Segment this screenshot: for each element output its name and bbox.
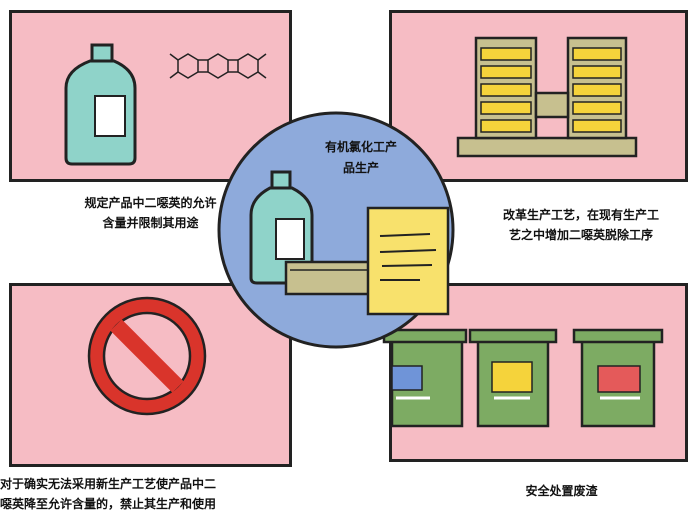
caption-process-reform: 改革生产工艺，在现有生产工 艺之中增加二噁英脱除工序: [468, 205, 694, 245]
document-icon: [366, 206, 450, 316]
prohibition-sign-icon: [87, 296, 207, 416]
molecule-icon: [169, 53, 267, 79]
center-title-line: 有机氯化工产: [324, 140, 397, 154]
waste-bin-icon: [572, 328, 664, 428]
center-title: 有机氯化工产 品生产: [296, 137, 426, 179]
bottle-icon: [64, 43, 137, 166]
caption-line: 艺之中增加二噁英脱除工序: [508, 228, 653, 242]
caption-prohibit-production: 对于确实无法采用新生产工艺使产品中二 噁英降至允许含量的，禁止其生产和使用: [0, 474, 216, 514]
caption-line: 安全处置废渣: [525, 484, 598, 498]
panel-regulate-content: [9, 10, 292, 182]
factory-icon: [456, 36, 638, 158]
caption-line: 含量并限制其用途: [102, 216, 199, 230]
center-title-line: 品生产: [342, 161, 379, 175]
caption-line: 规定产品中二噁英的允许: [84, 196, 217, 210]
caption-line: 噁英降至允许含量的，禁止其生产和使用: [0, 497, 217, 511]
caption-regulate-content: 规定产品中二噁英的允许 含量并限制其用途: [18, 193, 283, 233]
caption-line: 对于确实无法采用新生产工艺使产品中二: [0, 477, 217, 491]
caption-safe-disposal: 安全处置废渣: [494, 481, 629, 501]
caption-line: 改革生产工艺，在现有生产工: [502, 208, 659, 222]
waste-bin-icon: [468, 328, 558, 428]
waste-bin-icon: [382, 328, 468, 428]
